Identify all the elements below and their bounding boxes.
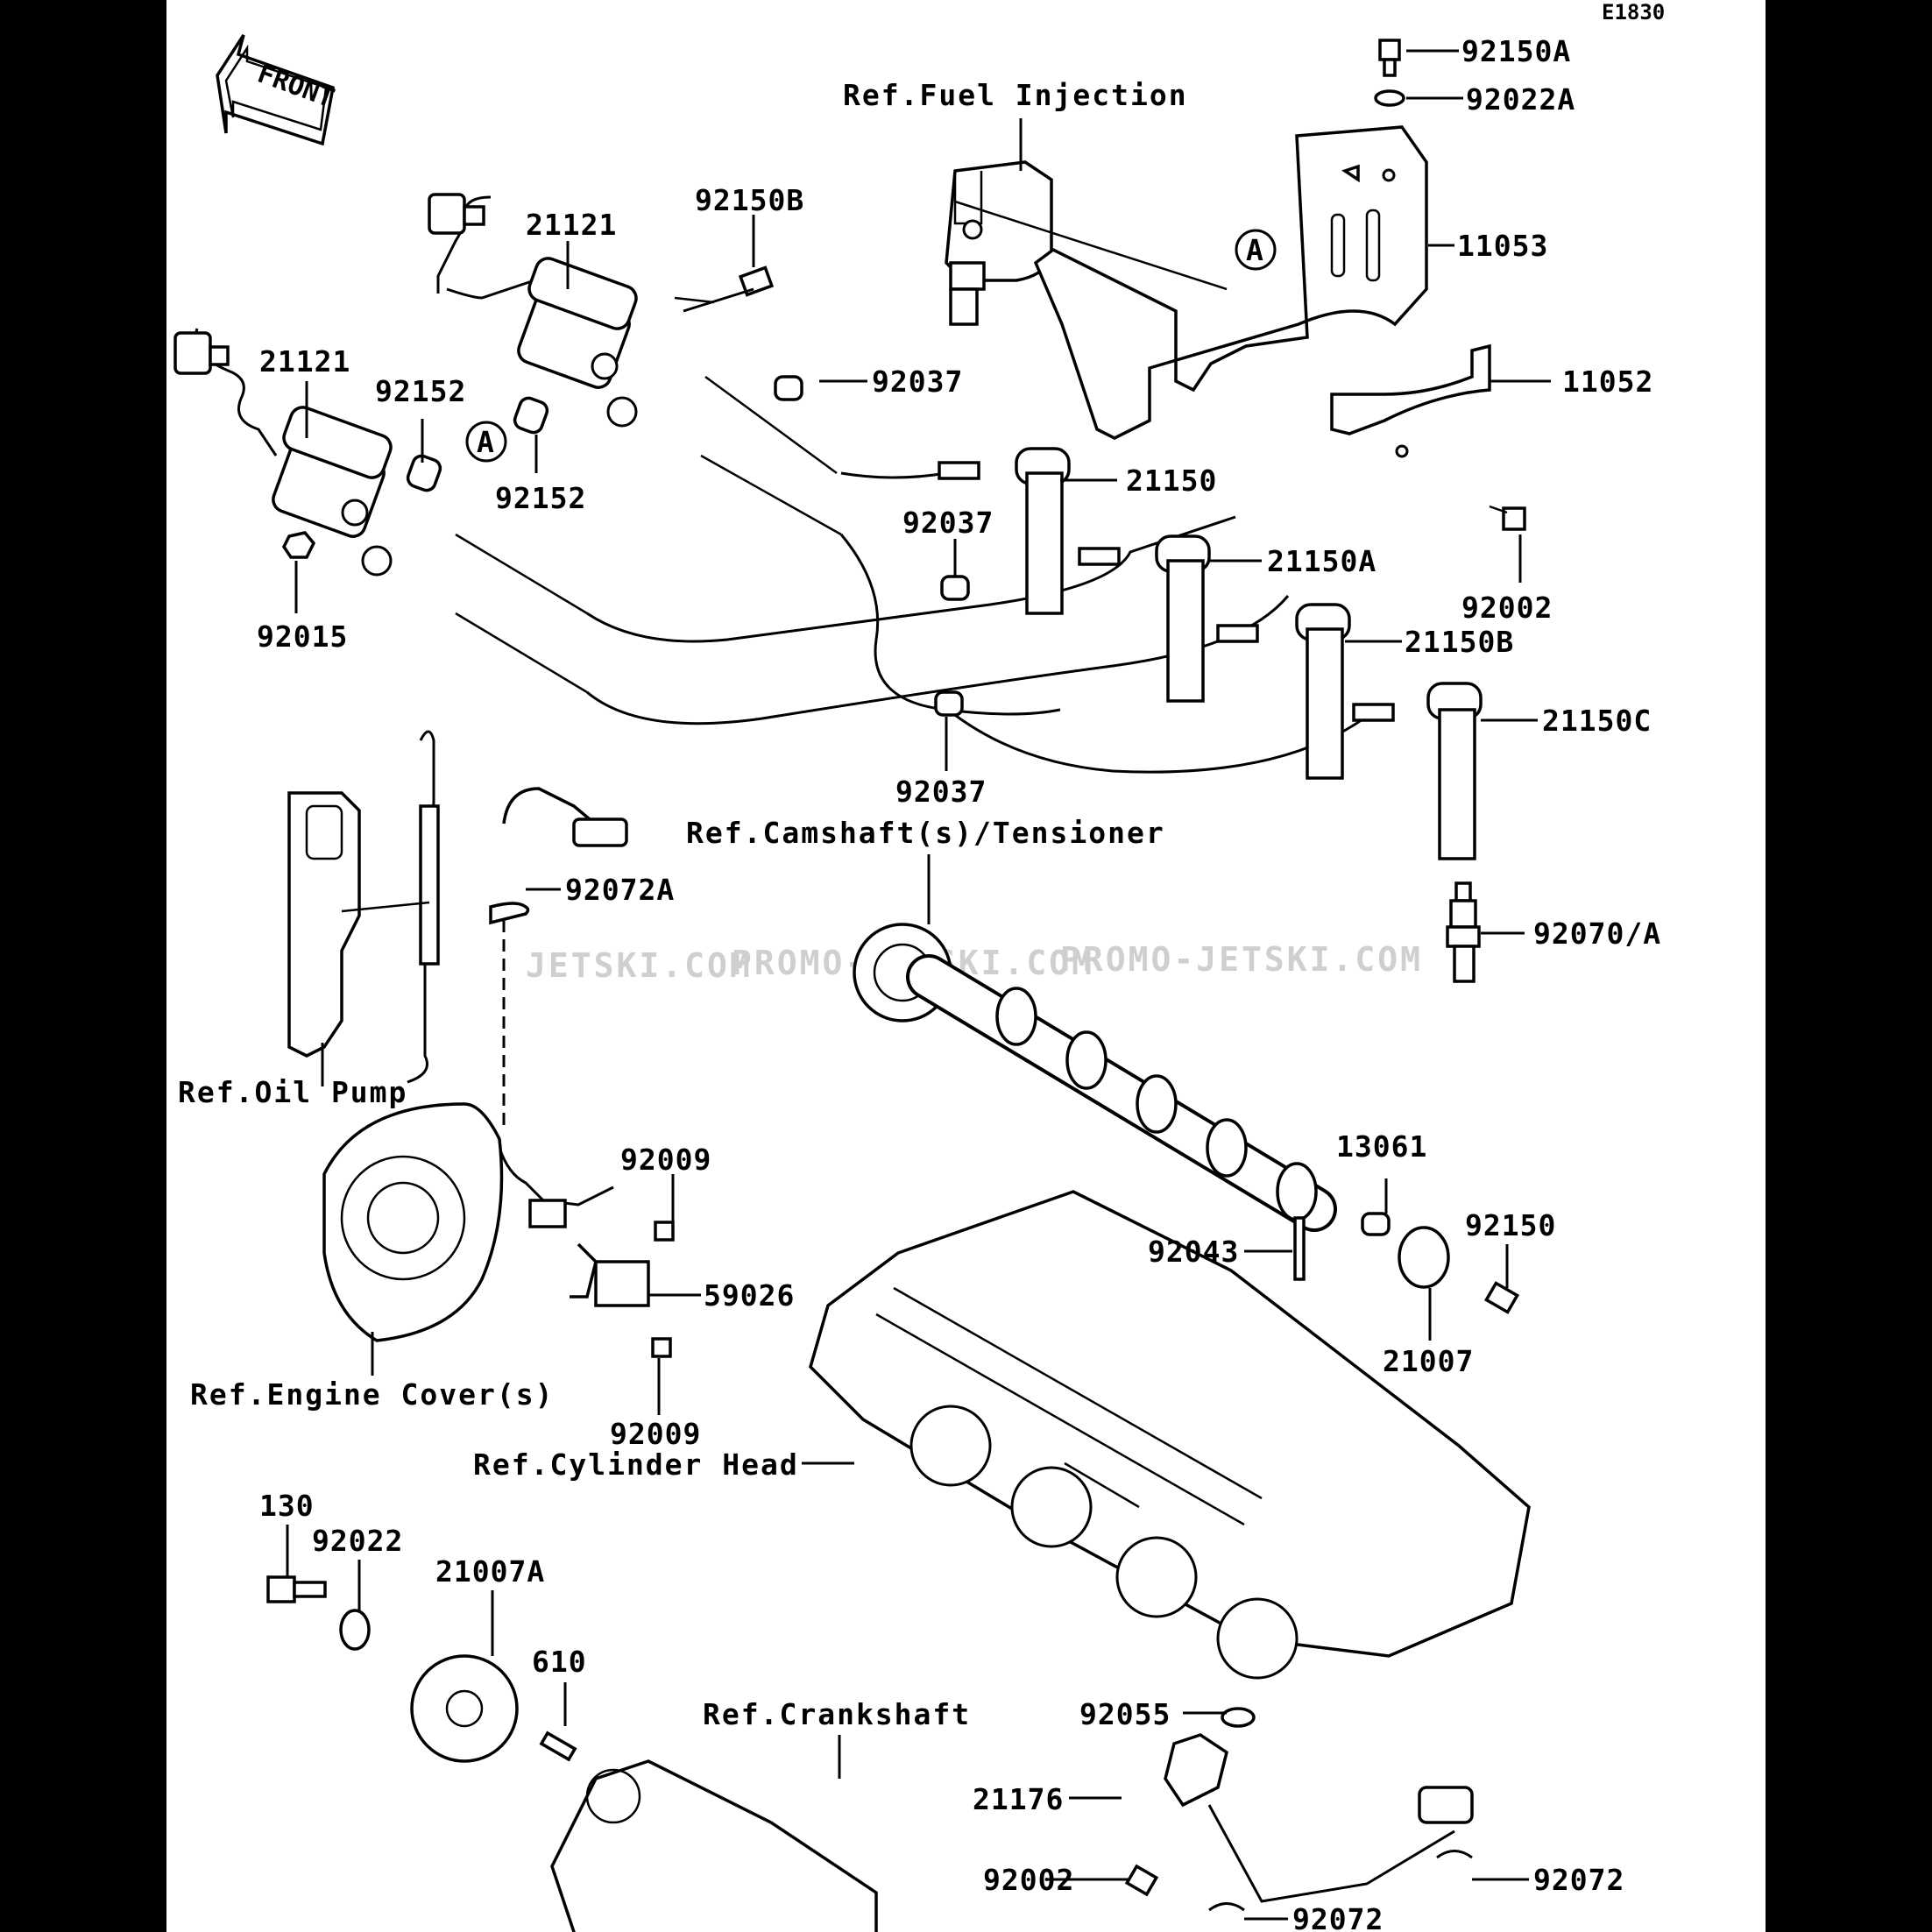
part-label-92037-c: 92037 [895, 775, 987, 809]
diagram-code: E1830 [1602, 0, 1665, 25]
pin-92043 [1293, 1216, 1306, 1281]
plug-cap-21150C [1352, 682, 1483, 860]
part-label-21150C: 21150C [1542, 704, 1652, 738]
bolt-92009-a [654, 1221, 675, 1242]
ref-fuel-injection: Ref.Fuel Injection [843, 78, 1188, 112]
ref-oil-pump: Ref.Oil Pump [178, 1075, 407, 1109]
ref-crankshaft: Ref.Crankshaft [703, 1697, 971, 1731]
part-label-92072-b: 92072 [1533, 1863, 1624, 1897]
part-label-92022A: 92022A [1466, 82, 1575, 117]
part-label-92037-a: 92037 [872, 364, 963, 399]
part-label-92009-b: 92009 [610, 1417, 701, 1451]
strap-11052 [1330, 343, 1491, 458]
callout-a-right: A [1235, 229, 1277, 271]
bolt-92150B [674, 265, 775, 313]
bolt-92009-b [651, 1337, 672, 1358]
plug-lead-wires [455, 375, 1376, 774]
cap-13061 [1361, 1212, 1391, 1236]
part-label-21121-a: 21121 [526, 208, 617, 242]
part-label-92152-b: 92152 [495, 481, 586, 515]
part-label-92037-b: 92037 [902, 506, 994, 540]
spark-plug-92070 [1446, 881, 1481, 983]
part-label-92152-a: 92152 [375, 374, 466, 408]
leader-lines [286, 49, 1551, 1921]
sensor-hose [489, 787, 628, 1130]
part-label-92070: 92070/A [1533, 916, 1661, 951]
part-label-92150: 92150 [1465, 1208, 1556, 1242]
part-label-92072A: 92072A [565, 873, 675, 907]
part-label-13061: 13061 [1336, 1129, 1427, 1164]
part-label-92150A: 92150A [1461, 34, 1571, 68]
ignition-coil-lower [173, 328, 393, 577]
part-label-92009-a: 92009 [620, 1143, 711, 1177]
oil-pump-dipstick [287, 730, 440, 1084]
cam-position-sensor-21176 [1164, 1707, 1474, 1903]
washer-92022 [339, 1609, 371, 1651]
part-label-21007: 21007 [1383, 1344, 1474, 1378]
part-label-92002-bottom: 92002 [983, 1863, 1074, 1897]
part-label-92002-top: 92002 [1461, 591, 1553, 625]
plug-cap-21150 [938, 447, 1071, 615]
bolt-92002-top [1489, 505, 1526, 531]
bolt-92150 [1483, 1281, 1520, 1314]
clamp-92037-a [774, 375, 803, 401]
plug-cap-21150A [1078, 534, 1211, 703]
ref-cylinder-head: Ref.Cylinder Head [473, 1447, 799, 1482]
part-label-130: 130 [259, 1489, 315, 1523]
ref-camshaft: Ref.Camshaft(s)/Tensioner [686, 816, 1165, 850]
fuel-injection-unit [945, 160, 1053, 326]
part-label-92043: 92043 [1148, 1235, 1239, 1269]
part-label-21150B: 21150B [1405, 625, 1514, 659]
nut-92015-icon [281, 531, 316, 559]
part-label-92072-a: 92072 [1292, 1902, 1384, 1932]
bolt-130 [266, 1575, 327, 1603]
callout-a-right-text: A [1246, 233, 1264, 267]
part-label-92150B: 92150B [695, 183, 804, 217]
part-label-92055: 92055 [1079, 1697, 1171, 1731]
bolt-92002-bottom [1124, 1864, 1159, 1897]
cylinder-head [809, 1190, 1531, 1680]
clamp-92037-b [940, 575, 970, 601]
part-label-11053: 11053 [1457, 229, 1548, 263]
front-arrow-icon: FRONT [216, 34, 338, 146]
clamp-92072-b [1436, 1850, 1473, 1859]
part-label-21150A: 21150A [1267, 544, 1376, 578]
part-label-21007A: 21007A [435, 1554, 545, 1589]
key-610 [539, 1730, 577, 1762]
part-label-59026: 59026 [704, 1278, 795, 1313]
callout-a-left: A [465, 421, 507, 463]
callout-a-left-text: A [477, 425, 495, 459]
part-label-92015: 92015 [257, 619, 348, 654]
ref-engine-cover: Ref.Engine Cover(s) [190, 1377, 555, 1412]
bracket-11053 [1033, 125, 1428, 440]
washer-92022A [1374, 89, 1405, 107]
part-label-21150: 21150 [1126, 464, 1217, 498]
part-label-21121-b: 21121 [259, 344, 350, 379]
part-label-610: 610 [532, 1645, 587, 1679]
clamp-92037-c [934, 690, 964, 717]
camshaft [853, 923, 1337, 1232]
ignition-coil-upper [428, 193, 638, 428]
engine-cover [322, 1102, 504, 1342]
part-label-92022: 92022 [312, 1524, 403, 1558]
bolt-92150A [1378, 39, 1401, 77]
collar-92152-a [406, 454, 442, 492]
part-label-11052: 11052 [1562, 364, 1653, 399]
crankshaft [550, 1759, 878, 1932]
watermark-1: JETSKI.COM [526, 946, 753, 985]
cam-sprocket-21007 [1398, 1226, 1450, 1289]
plug-cap-21150B [1216, 603, 1351, 780]
collar-92152-b [513, 396, 549, 435]
timing-rotor-21007A [410, 1654, 519, 1763]
watermark-3: PROMO-JETSKI.COM [1060, 940, 1423, 979]
clamp-92072-a [1208, 1902, 1245, 1912]
part-label-21176: 21176 [973, 1782, 1064, 1816]
